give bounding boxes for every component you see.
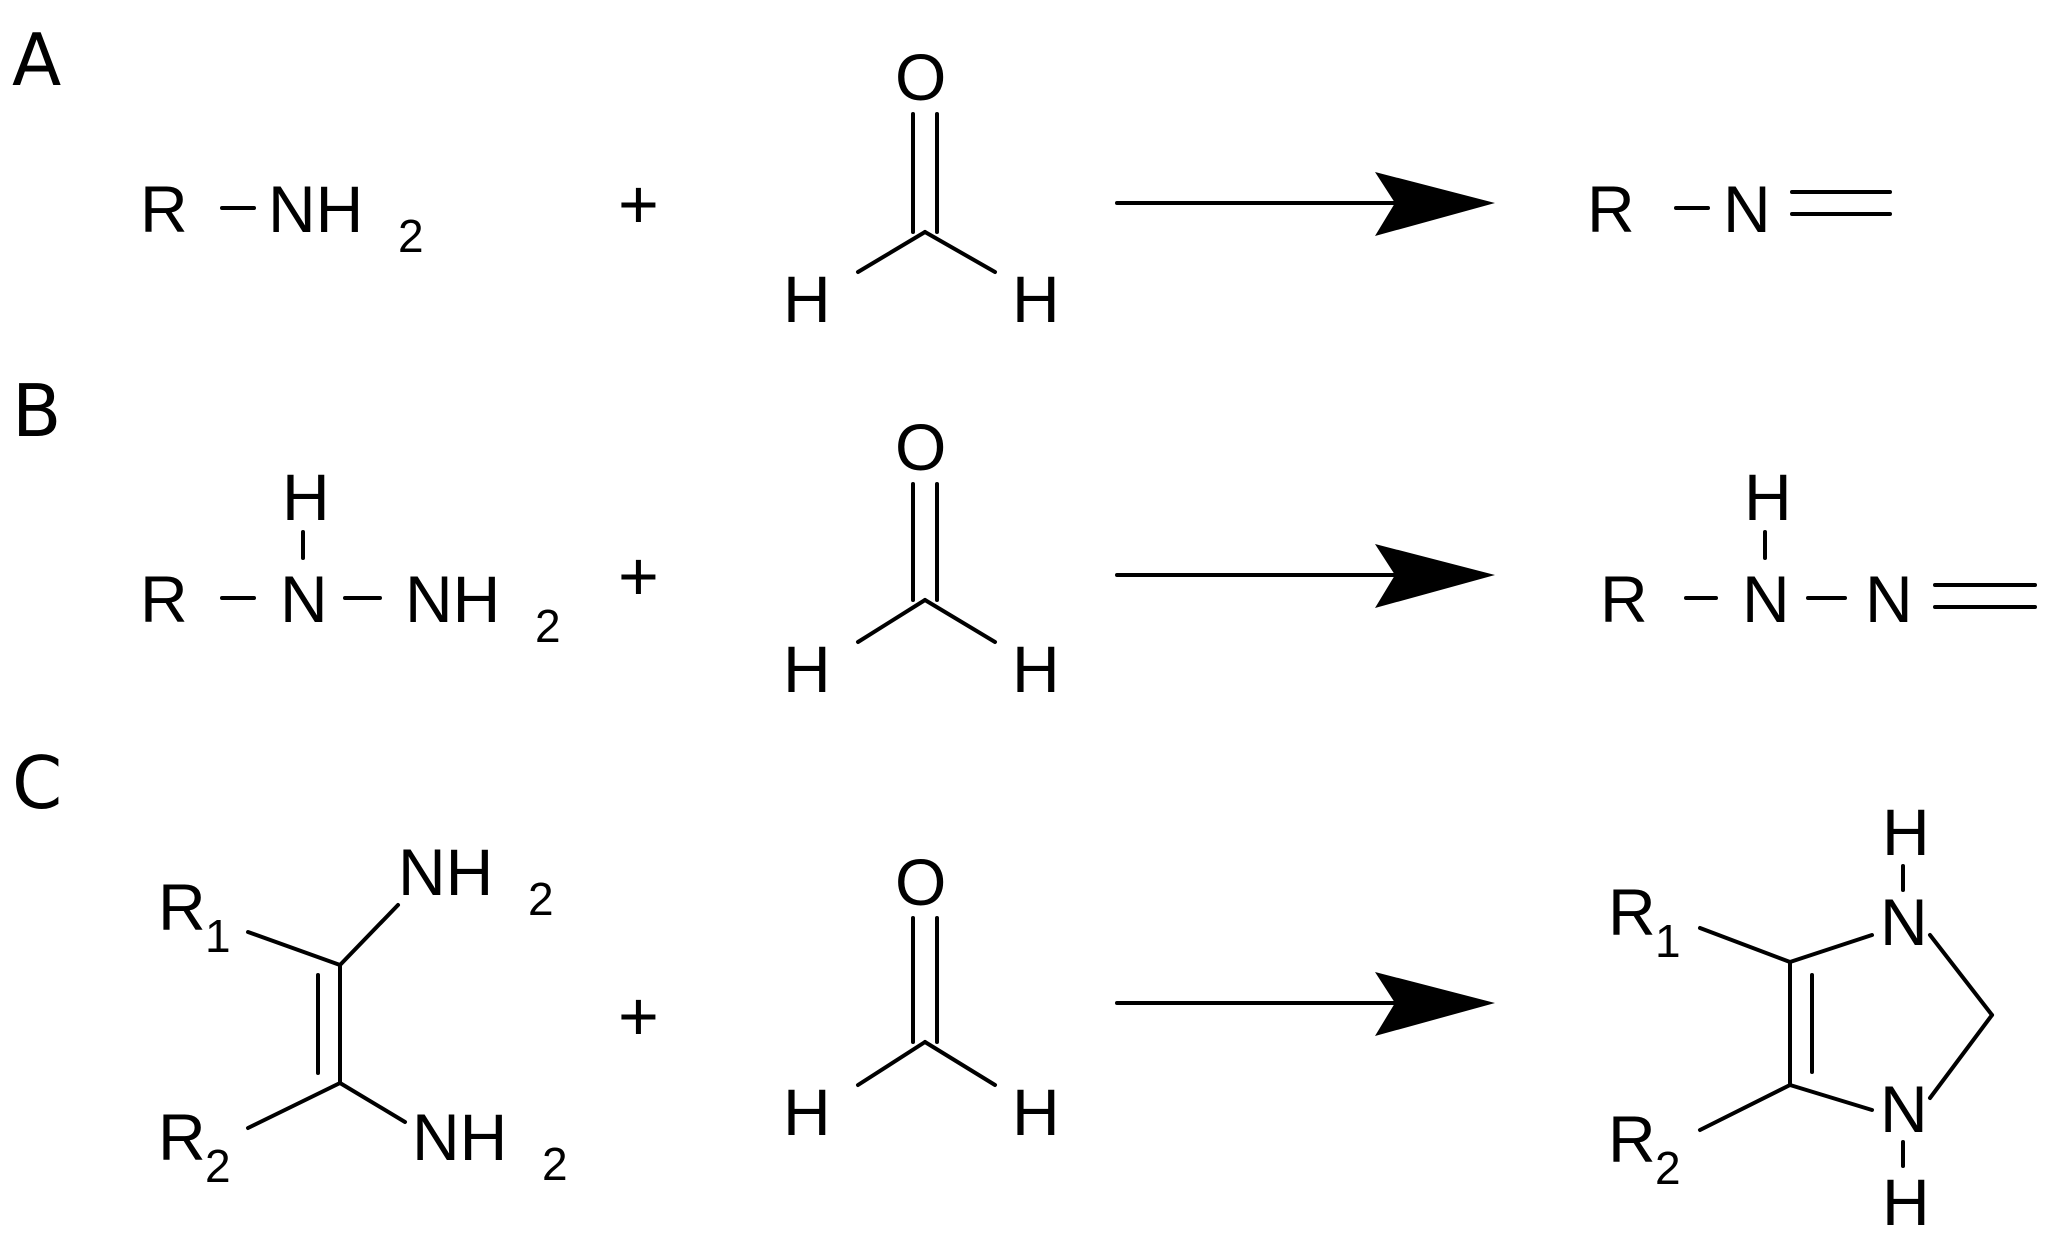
n-atom: N — [1865, 562, 1913, 636]
nh-group: NH — [405, 562, 500, 636]
n-atom: N — [1742, 562, 1790, 636]
hydrogen-atom: H — [783, 1075, 831, 1149]
plus-sign: + — [618, 165, 659, 243]
h-atom: H — [282, 460, 330, 534]
r2-subscript: 2 — [205, 1140, 231, 1192]
bond-c-h — [856, 1040, 927, 1087]
panel-a: A R NH 2 + O H H R N — [12, 18, 1892, 336]
bond-r1-c — [246, 930, 342, 967]
nh2-bottom: NH — [412, 1100, 507, 1174]
formaldehyde: O H H — [783, 40, 1060, 336]
r-group: R — [140, 562, 188, 636]
hydrazine-reactant: H R N NH 2 — [140, 460, 561, 652]
arrow-head — [1375, 172, 1495, 236]
plus-sign: + — [618, 977, 659, 1055]
arrow-head — [1375, 544, 1495, 608]
h2-subscript: 2 — [535, 600, 561, 652]
oxygen-atom: O — [895, 410, 946, 484]
bond-r1-c — [1698, 926, 1792, 964]
reaction-arrow — [1115, 544, 1495, 608]
r2-subscript: 2 — [1655, 1142, 1681, 1194]
nh2-top: NH — [398, 835, 493, 909]
h-atom: H — [1744, 460, 1792, 534]
arrow-head — [1375, 972, 1495, 1036]
panel-label-a: A — [12, 18, 61, 102]
bond-n-ch2 — [1928, 933, 1994, 1017]
bond-c-h — [923, 1040, 997, 1087]
n-atom: N — [1880, 1072, 1928, 1146]
hydrogen-atom: H — [783, 632, 831, 706]
enediamine-reactant: R 1 NH 2 R 2 NH 2 — [158, 835, 568, 1192]
amine-reactant: R NH 2 — [140, 172, 424, 262]
oxygen-atom: O — [895, 40, 946, 114]
h-atom: H — [1882, 795, 1930, 869]
oxygen-atom: O — [895, 845, 946, 919]
r-group: R — [1600, 562, 1648, 636]
n-atom: N — [1723, 172, 1771, 246]
hydrazone-product: H R N N — [1600, 460, 2037, 636]
plus-sign: + — [618, 537, 659, 615]
r2-group: R — [158, 1100, 206, 1174]
r2-group: R — [1608, 1102, 1656, 1176]
panel-label-b: B — [12, 369, 61, 453]
panel-b: B H R N NH 2 + O H H H R — [12, 369, 2037, 706]
r-group: R — [140, 172, 188, 246]
h-atom: H — [1882, 1165, 1930, 1238]
hydrogen-atom: H — [1012, 632, 1060, 706]
bond-c-n — [1788, 933, 1874, 964]
reaction-arrow — [1115, 972, 1495, 1036]
nh2-bottom-subscript: 2 — [542, 1138, 568, 1190]
bond-c-h — [856, 230, 927, 274]
bond-r2-c — [1698, 1083, 1792, 1132]
r1-subscript: 1 — [205, 910, 231, 962]
n-atom: N — [280, 562, 328, 636]
bond-ch2-n — [1928, 1013, 1994, 1100]
bond-r2-c — [246, 1081, 342, 1130]
imine-product: R N — [1587, 172, 1892, 246]
reaction-arrow — [1115, 172, 1495, 236]
formaldehyde: O H H — [783, 845, 1060, 1149]
bond-c-h — [856, 598, 927, 644]
hydrogen-atom: H — [1012, 262, 1060, 336]
bond-c-n — [1788, 1083, 1874, 1112]
bond-c-n — [338, 903, 400, 967]
hydrogen-atom: H — [783, 262, 831, 336]
bond-c-h — [923, 598, 997, 644]
formaldehyde: O H H — [783, 410, 1060, 706]
nh-group: NH — [268, 172, 363, 246]
panel-c: C R 1 NH 2 R 2 NH 2 + O H H — [12, 741, 1994, 1238]
imidazoline-product: H N R 1 R 2 N H — [1608, 795, 1994, 1238]
r1-subscript: 1 — [1655, 915, 1681, 967]
panel-label-c: C — [12, 741, 62, 825]
bond-c-h — [923, 230, 997, 274]
nh2-top-subscript: 2 — [528, 873, 554, 925]
r1-group: R — [1608, 875, 1656, 949]
n-atom: N — [1880, 885, 1928, 959]
h2-subscript: 2 — [398, 210, 424, 262]
bond-c-n — [338, 1081, 407, 1124]
r1-group: R — [158, 870, 206, 944]
r-group: R — [1587, 172, 1635, 246]
hydrogen-atom: H — [1012, 1075, 1060, 1149]
